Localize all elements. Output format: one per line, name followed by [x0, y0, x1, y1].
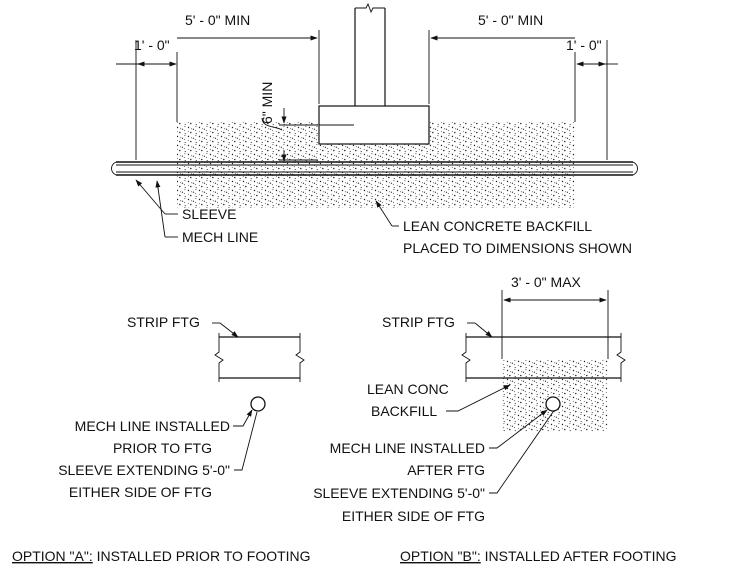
option-a-note-1: MECH LINE INSTALLED	[75, 418, 230, 434]
strip-ftg-label-a: STRIP FTG	[127, 314, 200, 330]
top-detail: 5' - 0" MIN 5' - 0" MIN 1' - 0" 1' - 0" …	[111, 2, 638, 256]
option-a-note-4: EITHER SIDE OF FTG	[69, 484, 212, 500]
option-b-caption-prefix: OPTION "B":	[400, 548, 481, 564]
dim-5ft-min-right: 5' - 0" MIN	[478, 12, 543, 28]
mech-line-a	[250, 396, 266, 412]
option-a-caption: OPTION "A": INSTALLED PRIOR TO FOOTING	[12, 548, 311, 564]
lean-conc-backfill-area-b	[502, 359, 608, 432]
dim-1ft-right: 1' - 0"	[566, 37, 602, 53]
sleeve-label: SLEEVE	[182, 206, 236, 222]
backfill-label: BACKFILL	[371, 403, 437, 419]
option-a-note-3: SLEEVE EXTENDING 5'-0"	[58, 462, 230, 478]
option-a-detail: STRIP FTG MECH LINE INSTALLED PRIOR TO F…	[12, 314, 311, 564]
option-b-detail: 3' - 0" MAX STRIP FTG LEAN CONC BACKFILL…	[313, 274, 676, 564]
option-a-note-2: PRIOR TO FTG	[113, 440, 212, 456]
placed-to-dimensions-label: PLACED TO DIMENSIONS SHOWN	[403, 240, 632, 256]
mech-line-sleeve	[111, 161, 638, 176]
strip-ftg-label-b: STRIP FTG	[382, 314, 455, 330]
dim-3ft-max: 3' - 0" MAX	[511, 274, 582, 290]
option-b-note-4: EITHER SIDE OF FTG	[342, 508, 485, 524]
mech-line-b	[545, 396, 561, 412]
option-a-caption-prefix: OPTION "A":	[12, 548, 93, 564]
option-b-note-3: SLEEVE EXTENDING 5'-0"	[313, 485, 485, 501]
mech-line-label: MECH LINE	[182, 229, 258, 245]
option-b-caption: OPTION "B": INSTALLED AFTER FOOTING	[400, 548, 677, 564]
option-b-caption-text: INSTALLED AFTER FOOTING	[481, 548, 677, 564]
dim-1ft-left: 1' - 0"	[134, 37, 170, 53]
dim-6in-min: 6" MIN	[259, 82, 275, 124]
lean-conc-label: LEAN CONC	[367, 381, 449, 397]
option-b-note-2: AFTER FTG	[407, 462, 485, 478]
option-b-note-1: MECH LINE INSTALLED	[330, 440, 485, 456]
lean-concrete-backfill-label: LEAN CONCRETE BACKFILL	[403, 218, 592, 234]
dim-5ft-min-left: 5' - 0" MIN	[185, 12, 250, 28]
column	[354, 2, 386, 106]
option-a-caption-text: INSTALLED PRIOR TO FOOTING	[93, 548, 311, 564]
